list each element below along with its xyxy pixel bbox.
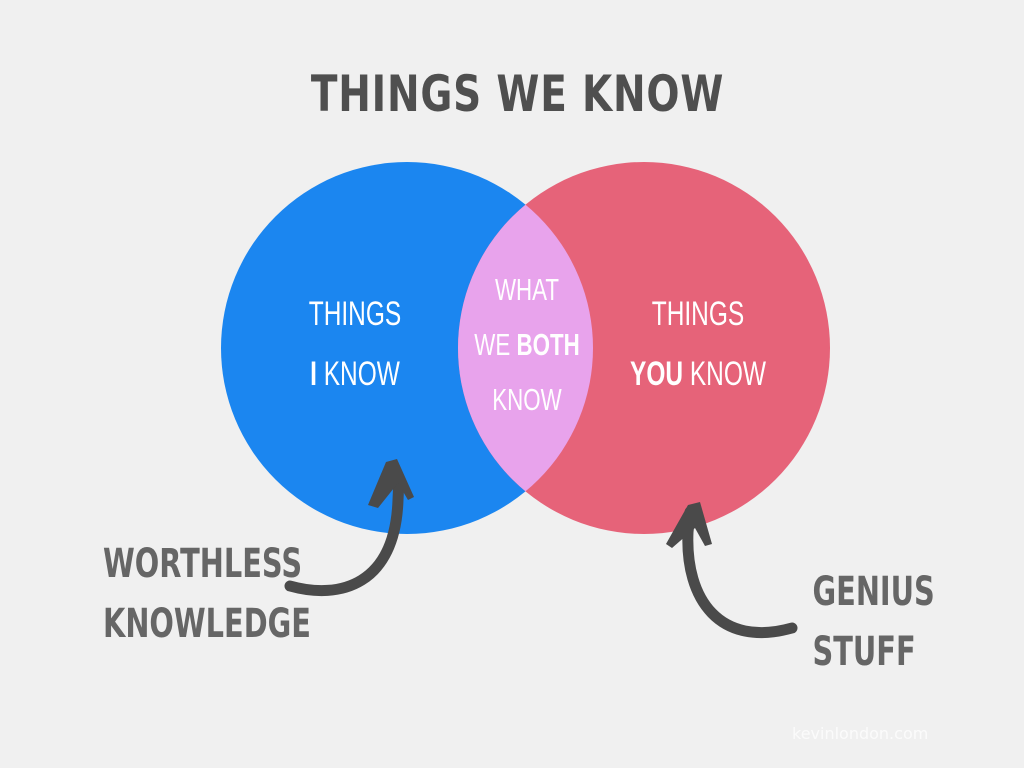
intersection-line2-plain: WE [474,327,517,362]
worthless-knowledge-note: WORTHLESS KNOWLEDGE [103,534,311,654]
left-circle-line2: I KNOW [283,344,427,404]
site-watermark: kevinlondon.com [792,724,929,743]
note-left-line2: KNOWLEDGE [103,601,311,647]
left-circle-line2-rest: KNOW [316,355,400,393]
left-circle-emphasis: I [310,355,317,393]
intersection-line2: WE BOTH [455,317,599,372]
note-left-line1: WORTHLESS [103,541,303,587]
genius-stuff-note: GENIUS STUFF [812,562,935,682]
left-circle-label: THINGS I KNOW [283,284,427,404]
left-circle-line1: THINGS [308,295,402,333]
intersection-label: WHAT WE BOTH KNOW [455,262,599,427]
curved-arrow-up-icon [666,502,798,638]
note-right-line1: GENIUS [812,569,935,615]
intersection-lens [458,162,593,534]
right-circle-label: THINGS YOU KNOW [626,284,770,404]
intersection-line1: WHAT [494,272,560,307]
right-circle-emphasis: YOU [629,355,684,393]
right-circle-line2: YOU KNOW [626,344,770,404]
intersection-emphasis: BOTH [516,327,580,362]
note-right-line2: STUFF [812,629,916,675]
curved-arrow-up-icon [284,459,414,597]
right-circle-line2-rest: KNOW [683,355,767,393]
right-circle-line1: THINGS [651,295,745,333]
page-title: THINGS WE KNOW [310,65,725,123]
intersection-line3: KNOW [492,382,562,417]
